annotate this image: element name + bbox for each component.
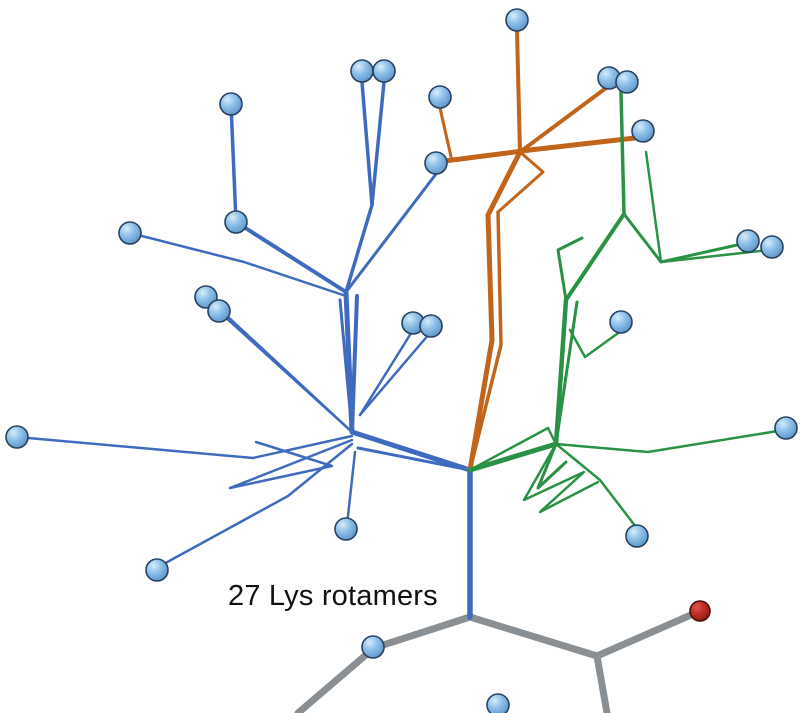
bond-green	[556, 236, 584, 302]
bond-green	[522, 442, 600, 514]
bond-orange	[434, 134, 647, 165]
bond-blue	[228, 438, 354, 490]
nitrogen-atom-sphere[interactable]	[486, 693, 510, 713]
bond-orange	[468, 210, 503, 472]
nitrogen-atom-sphere[interactable]	[350, 59, 374, 83]
nitrogen-atom-sphere[interactable]	[5, 425, 29, 449]
bond-orange	[467, 212, 495, 473]
nitrogen-atom-sphere[interactable]	[774, 416, 798, 440]
bond-blue	[234, 220, 348, 294]
bond-blue	[128, 231, 348, 298]
nitrogen-atom-sphere[interactable]	[424, 151, 448, 175]
bond-green	[644, 150, 663, 264]
bond-blue	[350, 294, 359, 434]
nitrogen-atom-sphere[interactable]	[118, 221, 142, 245]
bond-blue	[356, 446, 472, 472]
bond-green	[554, 442, 638, 529]
bond-green	[554, 428, 786, 454]
nitrogen-atom-sphere[interactable]	[219, 92, 243, 116]
bond-green	[553, 297, 569, 447]
bond-gray	[593, 652, 611, 713]
bond-green	[564, 212, 626, 302]
nitrogen-atom-sphere[interactable]	[224, 210, 248, 234]
bond-blue	[344, 172, 438, 294]
nitrogen-atom-sphere[interactable]	[736, 229, 760, 253]
bond-green	[536, 442, 568, 490]
nitrogen-atom-sphere[interactable]	[609, 310, 633, 334]
nitrogen-atom-sphere[interactable]	[505, 8, 529, 32]
nitrogen-atom-sphere[interactable]	[419, 314, 443, 338]
nitrogen-atom-sphere[interactable]	[428, 85, 452, 109]
bond-green	[659, 248, 771, 264]
bond-blue	[222, 314, 354, 434]
bond-gray	[466, 613, 601, 660]
nitrogen-atom-sphere[interactable]	[625, 524, 649, 548]
bond-blue	[344, 80, 374, 294]
bond-blue	[15, 434, 354, 460]
bond-gray	[294, 644, 378, 713]
nitrogen-atom-sphere[interactable]	[361, 635, 385, 659]
bond-green	[554, 300, 579, 446]
bond-orange	[515, 29, 522, 154]
nitrogen-atom-sphere[interactable]	[145, 558, 169, 582]
nitrogen-atom-sphere[interactable]	[372, 59, 396, 83]
bond-orange	[438, 106, 454, 163]
bond-gray	[593, 607, 704, 660]
nitrogen-atom-sphere[interactable]	[615, 70, 639, 94]
bond-blue	[349, 429, 473, 473]
bond-blue	[345, 450, 357, 527]
bond-orange	[518, 86, 608, 154]
bond-blue	[370, 80, 386, 207]
bond-orange	[485, 149, 523, 218]
bond-orange	[496, 150, 545, 214]
bond-blue	[229, 102, 238, 224]
nitrogen-atom-sphere[interactable]	[760, 235, 784, 259]
bond-green	[568, 328, 623, 359]
bond-blue	[338, 298, 354, 434]
bond-blue	[158, 442, 354, 568]
nitrogen-atom-sphere[interactable]	[334, 517, 358, 541]
bond-blue	[358, 328, 415, 417]
bond-blue	[358, 331, 432, 417]
bond-gray	[370, 613, 474, 652]
rotamer-count-label: 27 Lys rotamers	[228, 580, 438, 612]
bond-green	[468, 426, 558, 472]
bond-green	[467, 441, 559, 473]
bond-green	[619, 90, 626, 216]
nitrogen-atom-sphere[interactable]	[631, 119, 655, 143]
oxygen-atom-sphere[interactable]	[689, 600, 711, 622]
nitrogen-atom-sphere[interactable]	[207, 299, 231, 323]
